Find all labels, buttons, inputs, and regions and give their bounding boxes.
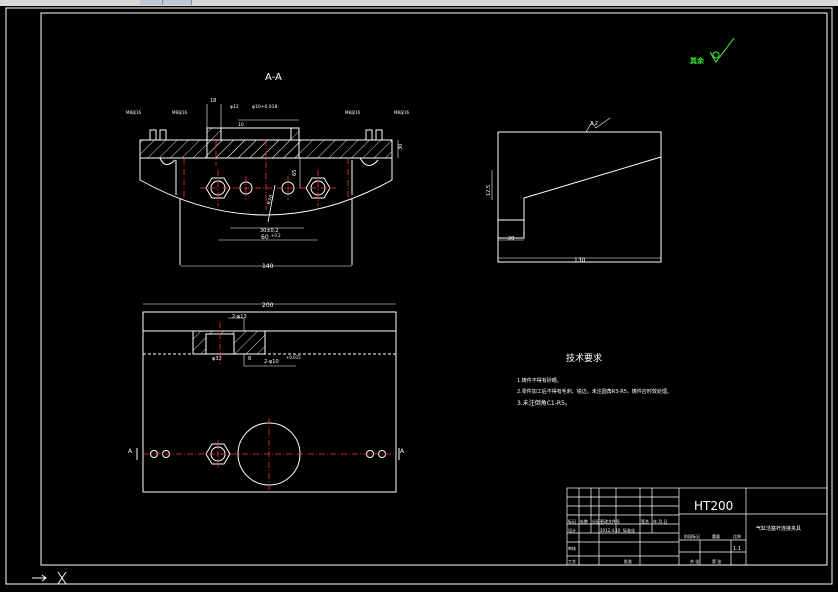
dim-30-tol: 30±0.2: [260, 228, 279, 234]
part-name: 气缸活塞杆连接夹具: [756, 525, 801, 532]
roughness-3-2: 3.2: [590, 121, 598, 127]
section-title: A-A: [265, 72, 282, 83]
tap-label-3: M8深16: [345, 109, 361, 115]
tb-date: 2012.4.10: [600, 528, 621, 533]
dim-2-phi10: 2-φ10: [264, 359, 279, 365]
r70-leader: [267, 184, 276, 223]
ucs-icon: [32, 571, 67, 585]
side-view: 130 20 3.2 12.5: [486, 117, 662, 264]
section-marker-left: A: [128, 448, 133, 455]
toolbar-button[interactable]: [140, 0, 163, 5]
dim-phi32: φ32: [212, 356, 222, 362]
dim-30: 30: [398, 144, 404, 150]
inner-border: [40, 12, 828, 566]
tb-scale-value: 1:1: [733, 546, 741, 552]
dim-65: 65: [292, 170, 298, 176]
lower-body-arc: [139, 157, 393, 216]
tb-check: 审核: [568, 545, 576, 551]
toolbar-button[interactable]: [163, 0, 192, 5]
plan-leader-2: [243, 354, 296, 367]
tb-craft: 工艺: [568, 559, 576, 564]
material-text: HT200: [694, 499, 733, 513]
tb-approve: 批准: [624, 558, 632, 564]
section-dimension-lines: [180, 104, 399, 267]
tb-designer: 设计: [568, 527, 576, 533]
tb-label-mark: 标记: [568, 518, 576, 524]
plan-leader-1: [228, 317, 245, 331]
tap-label-2: M8深16: [172, 109, 188, 115]
tb-std: 标准化: [623, 527, 635, 533]
tech-note-2: 2.零件加工后不得有毛刺、锐边，未注圆角R3-R5，铸件应时效处理。: [517, 388, 672, 395]
title-block: [566, 487, 828, 566]
dim-10: 10: [238, 122, 244, 128]
section-centerlines: [183, 140, 349, 210]
dim-2-phi13: 2-φ13: [232, 314, 247, 320]
toolbar-strip: [0, 0, 838, 6]
tap-label-1: M8深16: [126, 109, 142, 115]
dim-phi10: φ10+0.018: [252, 104, 277, 110]
dim-8: 8: [248, 356, 251, 362]
fillet-left: [159, 157, 176, 165]
roughness-global: 其余: [690, 37, 735, 65]
tb-label-count: 处数: [580, 518, 588, 524]
dim-2-phi10-tol: +0.015: [286, 355, 301, 360]
tb-scale: 比例: [733, 533, 741, 539]
side-dimension-lines: [491, 117, 661, 259]
dim-phi12: φ12: [230, 104, 239, 110]
tech-title: 技术要求: [566, 352, 602, 364]
side-profile: [497, 131, 662, 263]
tb-sheet2: 第 张: [712, 558, 721, 564]
tb-weight: 重量: [712, 533, 720, 539]
tech-requirements: 技术要求 1.铸件不得有砂眼。 2.零件加工后不得有毛刺、锐边，未注圆角R3-R…: [517, 352, 672, 407]
tb-label-date: 年.月.日: [653, 518, 668, 524]
section-marker-right: A: [400, 448, 405, 455]
section-view-a-a: A-A: [126, 72, 410, 270]
roughness-global-text: 其余: [690, 56, 705, 65]
tap-label-4: M8深16: [394, 109, 410, 115]
tb-sheet: 共 张: [690, 558, 699, 564]
plan-view: 200 2-φ13 2-φ10 +0.015 φ32 8 A A: [128, 302, 405, 493]
dim-130: 130: [574, 257, 586, 264]
fillet-right: [359, 157, 379, 166]
dim-140: 140: [262, 263, 274, 270]
tb-label-sign: 签名: [641, 518, 649, 524]
tech-note-1: 1.铸件不得有砂眼。: [517, 377, 562, 384]
plan-outline: [142, 311, 397, 493]
dim-200: 200: [262, 302, 274, 309]
tap-holes-top: [149, 129, 383, 141]
dim-60: 60: [261, 234, 269, 241]
outer-border: [5, 7, 833, 585]
dim-r70: R70: [266, 194, 275, 205]
slot-cutout: [220, 127, 292, 141]
tb-label-zone: 分区: [592, 518, 600, 524]
roughness-circle-icon: [712, 51, 720, 59]
tech-note-3: 3.未注倒角C1-R5。: [517, 399, 571, 407]
plan-centerlines: [143, 322, 396, 490]
roughness-symbol-icon: [709, 37, 735, 63]
dim-18: 18: [210, 98, 216, 104]
tb-stage: 阶段标记: [684, 533, 700, 539]
dim-60-tol: +0.2: [271, 233, 281, 238]
roughness-12-5: 12.5: [486, 185, 492, 196]
tb-label-change: 更改文件号: [600, 518, 620, 524]
dim-20: 20: [508, 236, 514, 242]
nut-hex-outline: [205, 443, 231, 465]
